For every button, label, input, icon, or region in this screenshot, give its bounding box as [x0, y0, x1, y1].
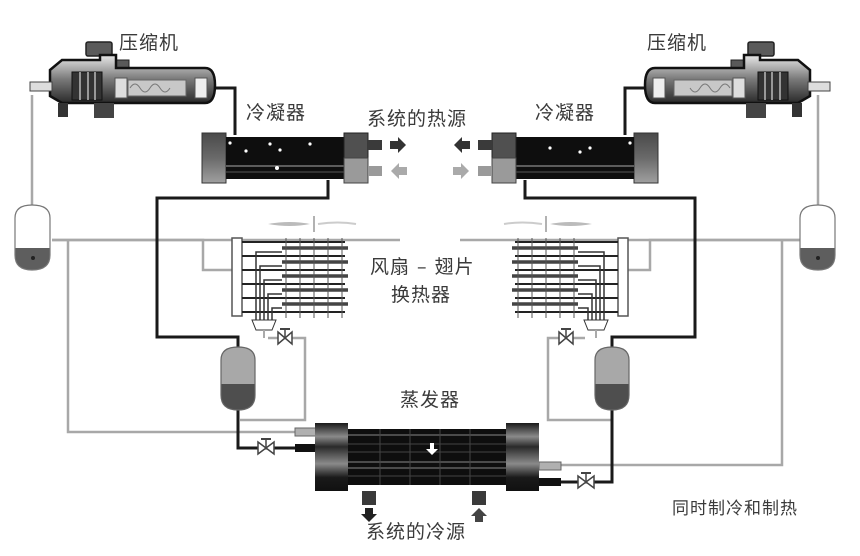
receiver-left — [220, 346, 256, 411]
right-outer-loop — [548, 240, 784, 467]
right-discharge-line — [623, 86, 648, 135]
discharge-piping — [155, 86, 697, 484]
expansion-valve-upper-left — [277, 328, 293, 346]
compressor-right — [643, 41, 831, 118]
accumulator-right — [799, 204, 836, 271]
left-receiver-to-evap — [236, 410, 310, 450]
compressor-left-label: 压缩机 — [119, 32, 180, 54]
right-condenser-liquid-line — [523, 180, 697, 350]
fan-icon — [503, 216, 592, 232]
arrow-right-icon — [390, 137, 406, 153]
receiver-right — [594, 346, 630, 411]
arrow-right-icon — [453, 163, 469, 179]
condenser-left-label: 冷凝器 — [246, 102, 307, 124]
right-accum-to-header — [618, 238, 800, 272]
return-piping — [30, 95, 820, 467]
arrow-down-icon — [426, 443, 438, 455]
arrow-left-icon — [454, 137, 470, 153]
expansion-valve-lower-right — [577, 472, 595, 490]
compressor-right-label: 压缩机 — [647, 32, 708, 54]
condenser-right-label: 冷凝器 — [535, 102, 596, 124]
evaporator — [294, 423, 562, 522]
diagram-caption: 同时制冷和制热 — [672, 499, 798, 519]
accumulator-left — [14, 204, 51, 271]
left-condenser-liquid-line — [155, 180, 330, 350]
arrow-left-icon — [391, 163, 407, 179]
compressor-left — [29, 41, 217, 118]
fan-icon — [268, 216, 357, 232]
arrow-down-icon — [361, 508, 377, 522]
left-accum-to-header — [52, 238, 232, 272]
heat-source-label: 系统的热源 — [367, 108, 468, 130]
arrow-up-icon — [471, 508, 487, 522]
condenser-left — [201, 132, 382, 184]
expansion-valve-lower-left — [257, 438, 275, 456]
heat-source-arrows — [390, 137, 470, 179]
fan-coil-right — [503, 216, 629, 338]
left-outer-loop — [66, 240, 310, 434]
condenser-right — [478, 132, 659, 184]
fan-coil-label-line2: 换热器 — [391, 284, 452, 306]
fan-coil-left — [231, 216, 357, 338]
cold-source-label: 系统的冷源 — [366, 521, 467, 543]
left-discharge-line — [212, 86, 237, 135]
expansion-valve-upper-right — [558, 328, 574, 346]
fan-coil-label-line1: 风扇 – 翅片 — [370, 256, 475, 278]
evaporator-label: 蒸发器 — [400, 389, 461, 411]
right-receiver-to-evap — [552, 410, 614, 484]
